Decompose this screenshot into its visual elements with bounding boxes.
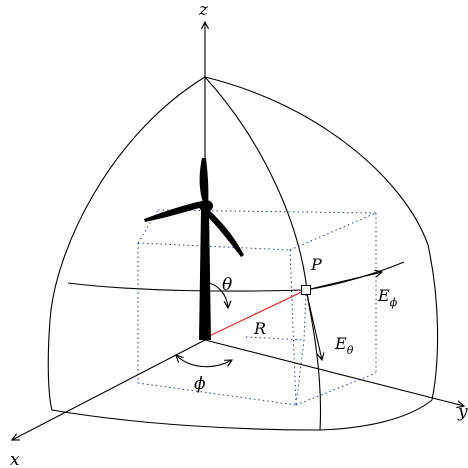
radius-line — [204, 289, 307, 339]
turbine-tower — [199, 210, 211, 340]
axes — [12, 22, 464, 440]
e-theta-subscript: θ — [347, 344, 354, 357]
x-axis-label: x — [10, 450, 20, 468]
meridian-yz-arc — [204, 76, 439, 401]
point-p-label: P — [310, 255, 322, 274]
theta-label: θ — [222, 275, 232, 295]
turbine-blade-right — [205, 209, 244, 257]
e-theta-vector — [305, 289, 322, 360]
meridian-xz-arc — [47, 76, 206, 411]
phi-label: ϕ — [194, 374, 206, 394]
turbine-blade-up — [199, 158, 209, 205]
equator-arc — [51, 399, 433, 431]
point-p-marker — [301, 285, 311, 295]
turbine-hub — [199, 200, 213, 212]
y-axis — [204, 339, 464, 406]
phi-angle-arc — [176, 355, 232, 368]
e-theta-main: E — [334, 334, 347, 353]
turbine-blade-left — [144, 201, 203, 222]
e-phi-label: Eϕ — [377, 286, 398, 309]
meridian-p-arc — [204, 76, 322, 431]
e-phi-main: E — [377, 286, 390, 305]
x-axis — [12, 339, 206, 440]
latitude-circle — [67, 261, 405, 292]
e-phi-vector — [305, 272, 382, 291]
e-theta-label: Eθ — [334, 334, 354, 357]
z-axis-label: z — [198, 0, 209, 20]
y-axis-label: y — [457, 402, 468, 422]
projection-box — [137, 209, 377, 406]
e-phi-subscript: ϕ — [390, 296, 398, 309]
wind-turbine-icon — [144, 158, 244, 340]
radius-label: R — [253, 319, 266, 338]
